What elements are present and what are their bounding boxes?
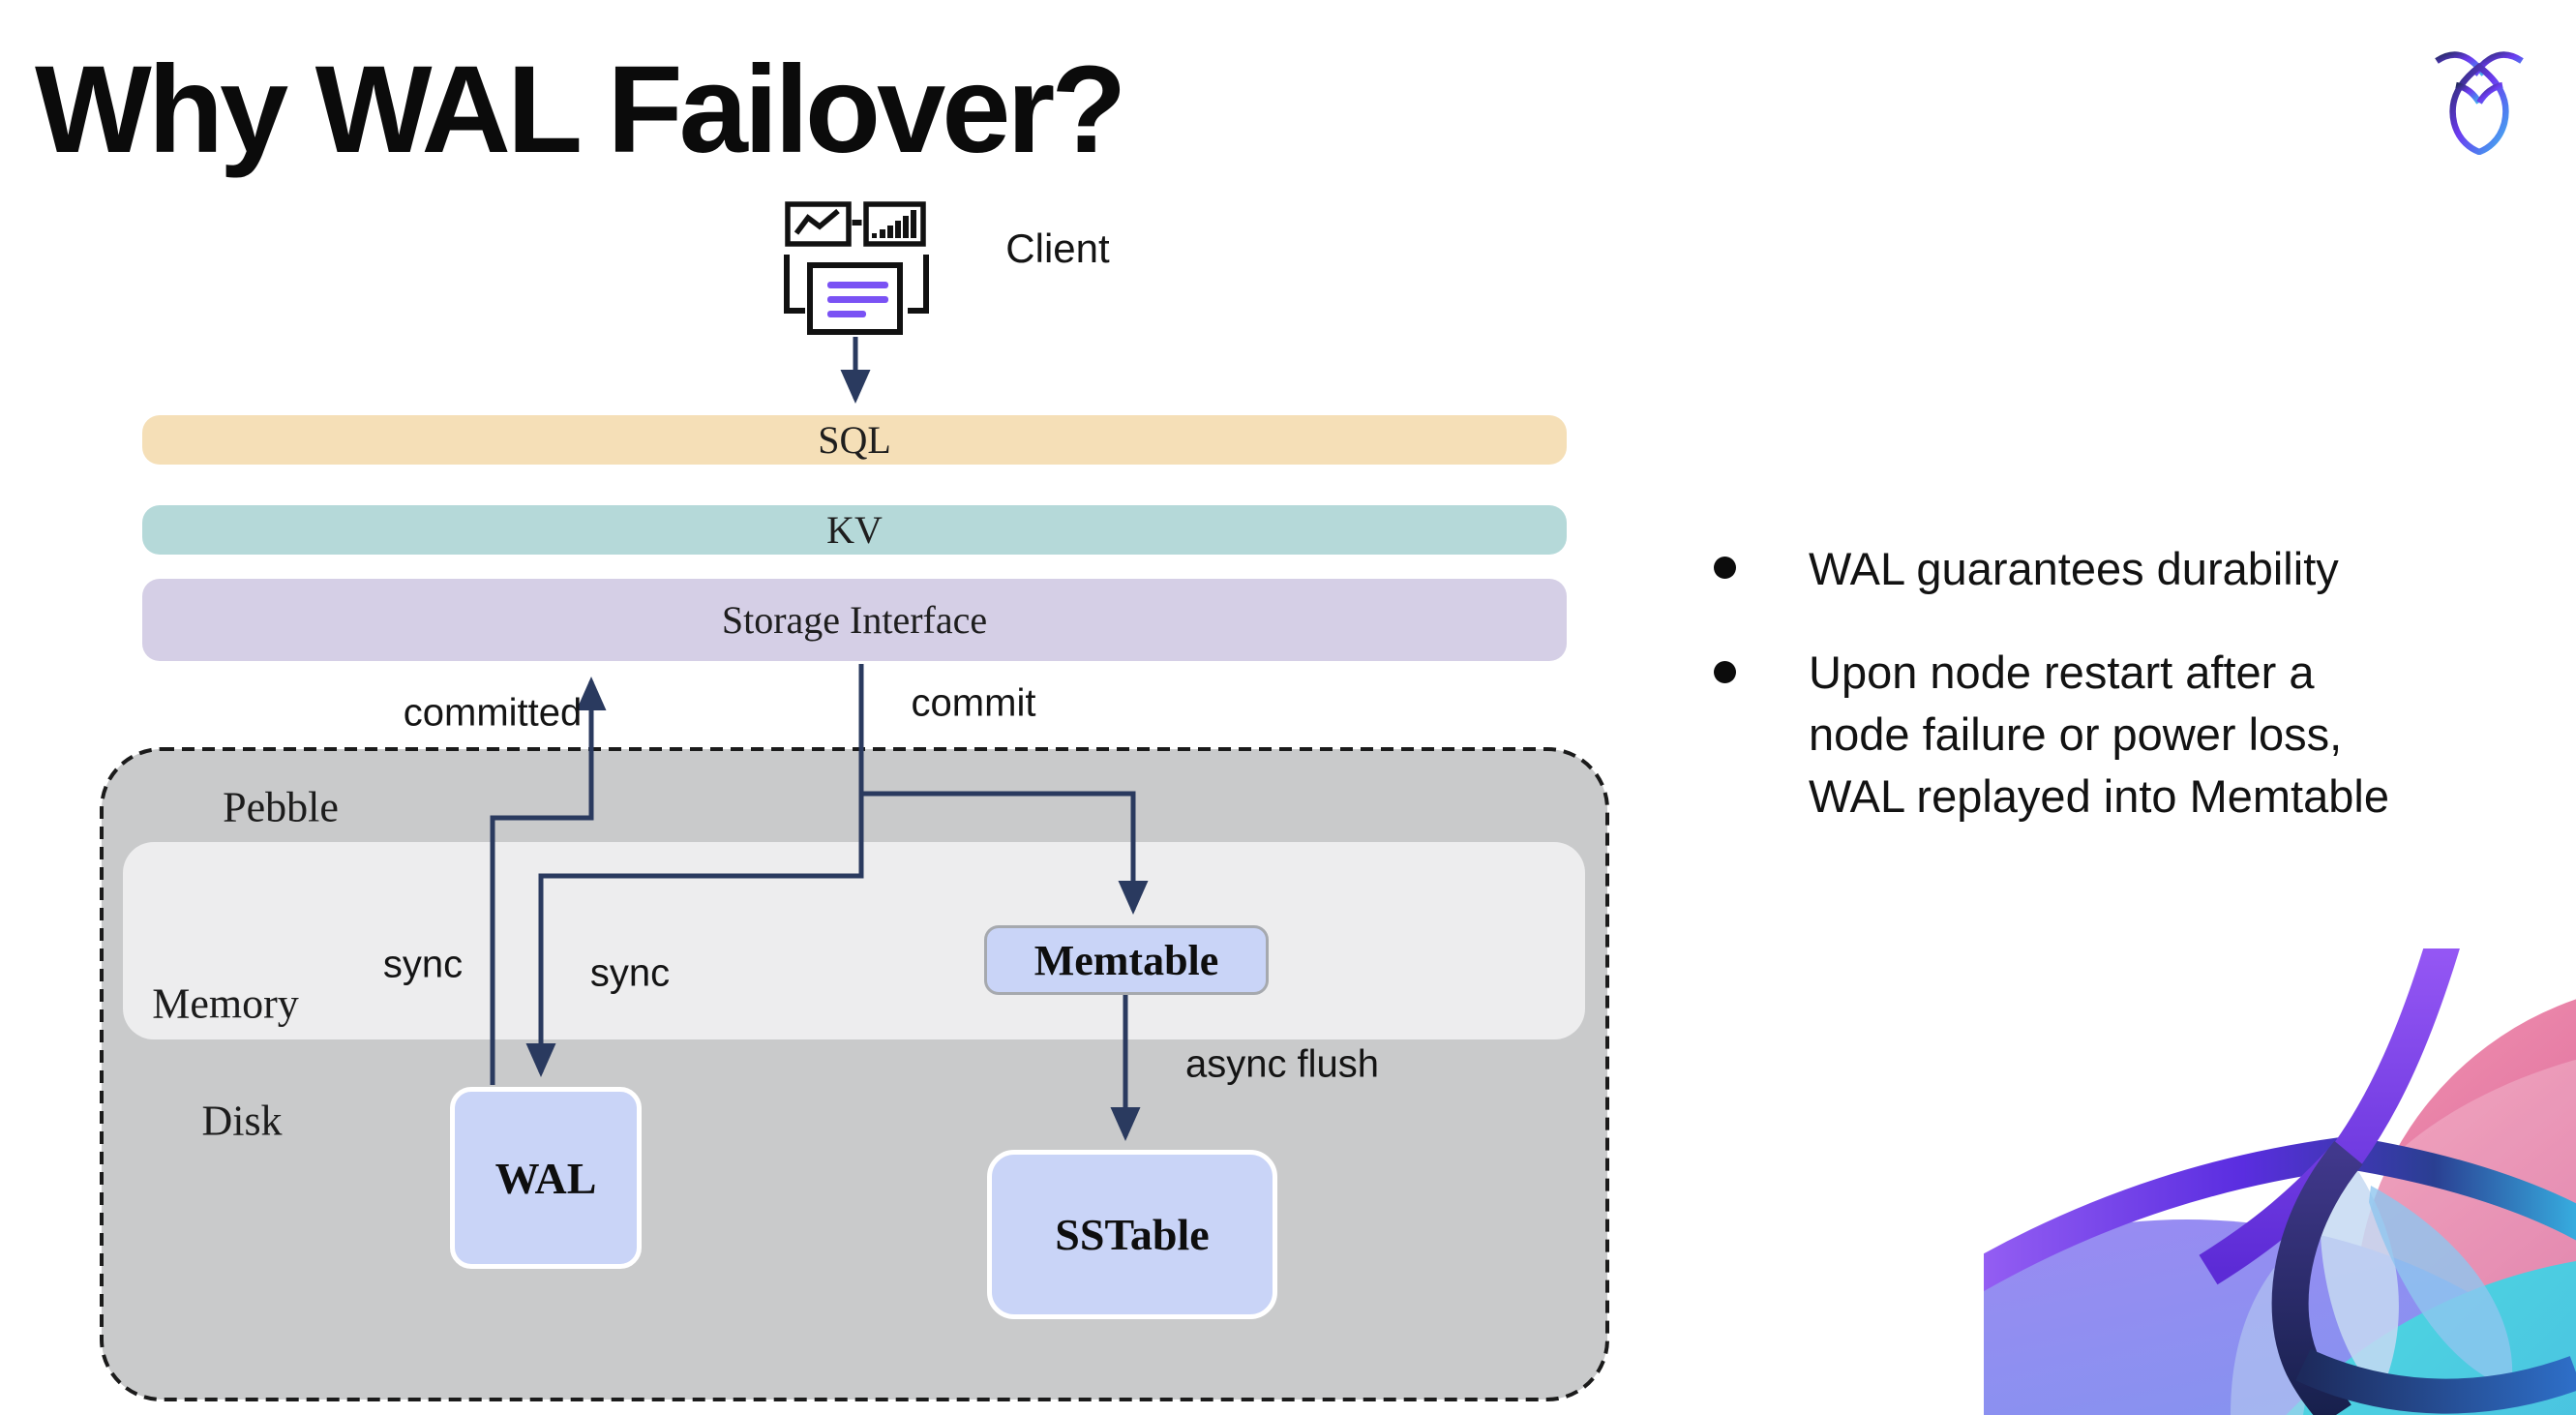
memory-zone-label: Memory: [152, 979, 299, 1028]
edge-label-commit: commit: [911, 681, 1036, 725]
edge-label-sync-right: sync: [589, 951, 671, 995]
layer-sql: SQL: [142, 415, 1567, 465]
layer-kv: KV: [142, 505, 1567, 555]
bullet-marker: [1714, 557, 1736, 579]
disk-zone-label: Disk: [201, 1097, 283, 1145]
bracket-left: [784, 255, 805, 314]
node-wal: WAL: [450, 1087, 642, 1269]
bullet-line: node failure or power loss,: [1809, 708, 2343, 760]
vein-right: [2476, 81, 2503, 105]
petal-right: [2369, 1186, 2513, 1389]
edge-label-sync-left: sync: [382, 943, 464, 986]
cockroachdb-logo-icon: [2435, 51, 2524, 155]
page-title: Why WAL Failover?: [35, 41, 1126, 179]
client-apps-icon: [784, 201, 929, 335]
giant-antenna-descending: [2199, 948, 2460, 1285]
pebble-label: Pebble: [223, 783, 339, 831]
brand-decoration-art: [1984, 948, 2576, 1415]
bracket-right: [908, 255, 929, 314]
bullet-item: Upon node restart after a node failure o…: [1809, 642, 2389, 828]
edge-sync-to-wal: [525, 793, 864, 1077]
layer-sql-label: SQL: [818, 418, 891, 462]
bullet-line: WAL guarantees durability: [1809, 543, 2339, 594]
edge-commit-to-memtable: [858, 664, 1149, 915]
node-memtable: Memtable: [984, 925, 1269, 995]
bullet-marker: [1714, 661, 1736, 683]
node-memtable-label: Memtable: [1033, 936, 1219, 984]
bullet-line: Upon node restart after a: [1809, 647, 2315, 698]
giant-vein-branch: [2295, 1348, 2576, 1414]
client-label: Client: [1005, 226, 1110, 271]
edge-committed: [490, 677, 607, 1085]
node-wal-label: WAL: [494, 1153, 597, 1203]
roach-body: [2449, 62, 2509, 155]
layer-kv-label: KV: [826, 508, 883, 552]
edge-label-committed: committed: [403, 691, 583, 735]
bullet-line: WAL replayed into Memtable: [1809, 770, 2389, 822]
line-chart-icon: [785, 201, 852, 247]
node-sstable-label: SSTable: [1055, 1210, 1210, 1259]
layer-storage-interface-label: Storage Interface: [721, 598, 988, 642]
document-text-lines: [827, 282, 888, 317]
dash-glyph: [852, 220, 862, 226]
giant-body-outline: [2271, 1140, 2363, 1415]
layer-storage-interface: Storage Interface: [142, 579, 1567, 661]
node-sstable: SSTable: [987, 1150, 1277, 1319]
bullet-item: WAL guarantees durability: [1809, 538, 2339, 600]
edge-label-async-flush: async flush: [1184, 1042, 1380, 1086]
